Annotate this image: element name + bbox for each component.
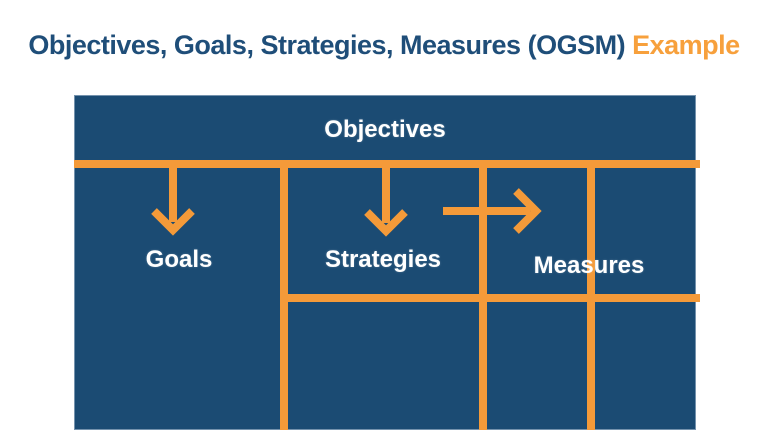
page-title-main: Objectives, Goals, Strategies, Measures … — [28, 30, 626, 60]
objectives-label: Objectives — [324, 116, 446, 143]
page-title: Objectives, Goals, Strategies, Measures … — [0, 30, 768, 61]
measures-label: Measures — [533, 252, 645, 279]
page-title-accent: Example — [632, 30, 740, 60]
strategies-label: Strategies — [324, 246, 442, 273]
goals-label: Goals — [145, 246, 213, 273]
